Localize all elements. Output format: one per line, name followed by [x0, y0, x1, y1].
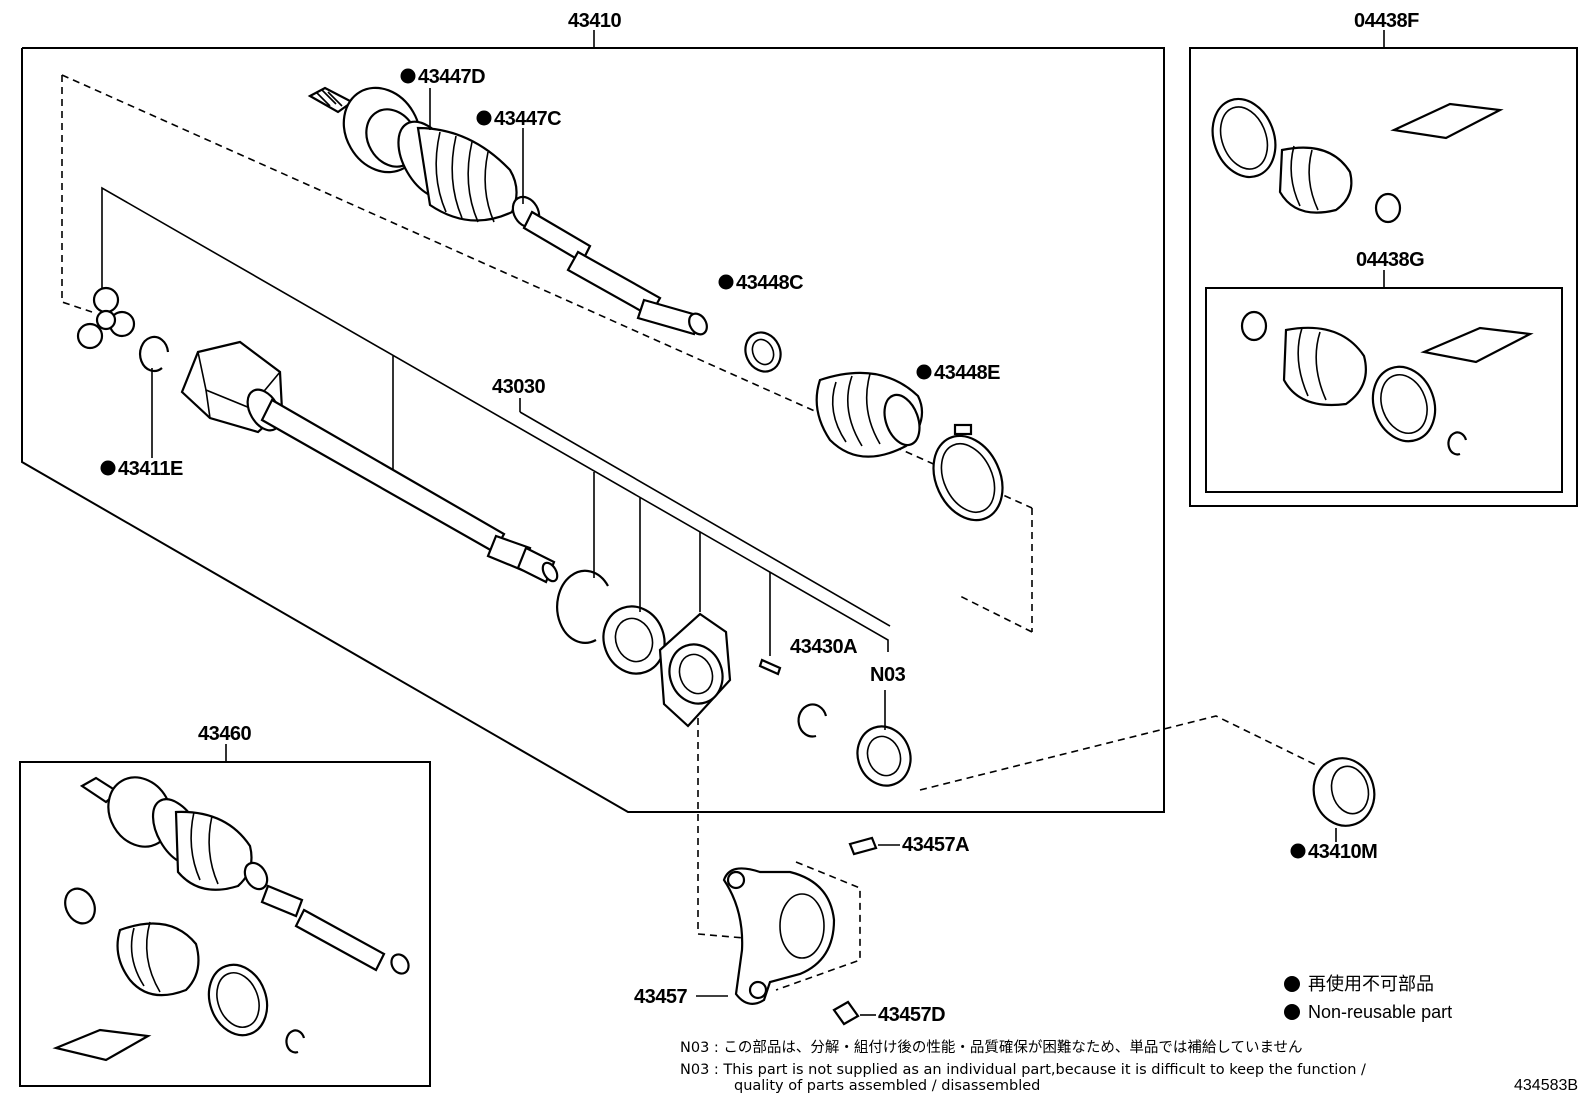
legend-dot-icon — [1284, 976, 1300, 992]
diagram-code: 434583B — [1514, 1077, 1578, 1094]
label-43448E: 43448E — [934, 362, 1000, 384]
bracket-dashed-right — [775, 861, 861, 991]
label-43447D-group: 43447D — [400, 66, 486, 88]
note-n03-en-line1: N03 : This part is not supplied as an in… — [680, 1062, 1366, 1078]
label-43447D: 43447D — [418, 66, 485, 88]
pin — [758, 658, 782, 676]
part-43430A-circlip — [797, 703, 828, 738]
inboard-shaft-frame — [101, 186, 889, 652]
box-04438G — [1205, 270, 1563, 493]
non-reusable-dot-icon — [476, 110, 492, 126]
outer-joint-dashed-frame — [61, 74, 1033, 633]
box-04438F — [1189, 30, 1578, 507]
legend: 再使用不可部品 Non-reusable part — [1284, 974, 1452, 1022]
part-43448E-boot — [815, 371, 924, 458]
part-43410M-seal — [1312, 757, 1376, 842]
part-43448E-band — [932, 423, 1004, 522]
non-reusable-dot-icon — [718, 274, 734, 290]
label-04438F: 04438F — [1354, 10, 1419, 32]
legend-jp: 再使用不可部品 — [1308, 974, 1434, 994]
part-43411E-circlip — [139, 335, 170, 373]
legend-dot-icon — [1284, 1004, 1300, 1020]
label-43030: 43030 — [492, 376, 545, 398]
non-reusable-dot-icon — [100, 460, 116, 476]
part-N03-seal — [856, 725, 912, 787]
bearing-bracket — [658, 612, 732, 728]
part-43448C-clamp — [744, 331, 782, 373]
bracket-dashed — [697, 718, 745, 939]
kit-43460-parts — [52, 887, 306, 1062]
label-43410: 43410 — [568, 10, 621, 32]
label-43460: 43460 — [198, 723, 251, 745]
kit-04438G-parts — [1240, 310, 1534, 456]
seal-link-dashed — [919, 715, 1319, 791]
tripod-joint — [76, 286, 136, 350]
label-04438G: 04438G — [1356, 249, 1424, 271]
label-43457A: 43457A — [902, 834, 969, 856]
label-43447C-group: 43447C — [476, 108, 562, 130]
legend-en: Non-reusable part — [1308, 1002, 1452, 1022]
kit-04438F-parts — [1211, 97, 1504, 224]
bearing-leaders — [519, 398, 891, 730]
label-43410M-group: 43410M — [1290, 841, 1378, 863]
inboard-joint-shaft — [180, 340, 559, 584]
part-43457-bracket — [722, 867, 836, 1005]
non-reusable-dot-icon — [1290, 843, 1306, 859]
label-43457D: 43457D — [878, 1004, 945, 1026]
notes: N03 : この部品は、分解・組付け後の性能・品質確保が困難なため、単品では補給… — [680, 1038, 1366, 1094]
note-n03-jp: N03 : この部品は、分解・組付け後の性能・品質確保が困難なため、単品では補給… — [680, 1038, 1303, 1056]
label-N03: N03 — [870, 664, 906, 686]
assembly-43460-shaft — [79, 776, 410, 975]
label-43430A: 43430A — [790, 636, 857, 658]
bearing — [602, 605, 666, 675]
main-assembly-box — [21, 30, 1165, 813]
label-43410M: 43410M — [1308, 841, 1377, 863]
label-43448C-group: 43448C — [718, 272, 804, 294]
note-n03-en-line2: quality of parts assembled / disassemble… — [734, 1078, 1040, 1094]
label-43447C: 43447C — [494, 108, 561, 130]
label-43411E-group: 43411E — [100, 458, 184, 480]
label-43411E: 43411E — [118, 458, 183, 480]
outer-cv-joint-shaft — [307, 86, 708, 336]
non-reusable-dot-icon — [400, 68, 416, 84]
part-43457D-bolt — [832, 1000, 876, 1026]
label-43457: 43457 — [634, 986, 687, 1008]
label-43448E-group: 43448E — [916, 362, 1001, 384]
label-43448C: 43448C — [736, 272, 803, 294]
part-43457A-bolt — [848, 836, 900, 856]
snap-ring — [556, 569, 609, 644]
non-reusable-dot-icon — [916, 364, 932, 380]
box-43460 — [19, 744, 431, 1087]
